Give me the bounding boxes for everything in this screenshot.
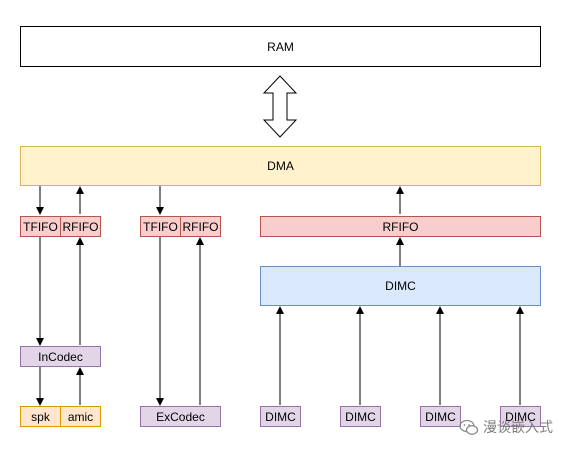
dimc-input-1-label: DIMC (265, 409, 296, 424)
dimc-input-3: DIMC (420, 406, 461, 427)
dimc-label: DIMC (385, 279, 416, 293)
mid-rfifo-label: RFIFO (182, 219, 219, 234)
spk-block: spk (20, 406, 61, 427)
left-rfifo: RFIFO (60, 216, 101, 237)
ram-dma-double-arrow (262, 75, 298, 138)
excodec-label: ExCodec (156, 409, 205, 424)
dimc-input-3-label: DIMC (425, 409, 456, 424)
dimc-input-4: DIMC (500, 406, 541, 427)
ram-label: RAM (267, 39, 294, 54)
dimc-input-4-label: DIMC (505, 409, 536, 424)
mid-tfifo-label: TFIFO (143, 219, 178, 234)
watermark-text: 漫谈嵌入式 (483, 419, 553, 435)
excodec-block: ExCodec (140, 406, 221, 427)
left-tfifo-label: TFIFO (23, 219, 58, 234)
amic-block: amic (60, 406, 101, 427)
right-rfifo: RFIFO (260, 216, 541, 237)
dma-label: DMA (267, 159, 294, 173)
right-rfifo-label: RFIFO (382, 219, 419, 234)
dimc-input-2-label: DIMC (345, 409, 376, 424)
dimc-input-2: DIMC (340, 406, 381, 427)
amic-label: amic (67, 409, 94, 424)
ram-block: RAM (20, 26, 541, 67)
mid-rfifo: RFIFO (180, 216, 221, 237)
spk-label: spk (31, 409, 50, 424)
dma-block: DMA (20, 146, 541, 186)
wechat-icon (459, 419, 479, 435)
dimc-block: DIMC (260, 266, 541, 306)
incodec-block: InCodec (20, 346, 101, 367)
left-rfifo-label: RFIFO (62, 219, 99, 234)
left-tfifo: TFIFO (20, 216, 61, 237)
dimc-input-1: DIMC (260, 406, 301, 427)
incodec-label: InCodec (38, 349, 83, 364)
watermark: 漫谈嵌入式 (459, 417, 553, 437)
mid-tfifo: TFIFO (140, 216, 181, 237)
